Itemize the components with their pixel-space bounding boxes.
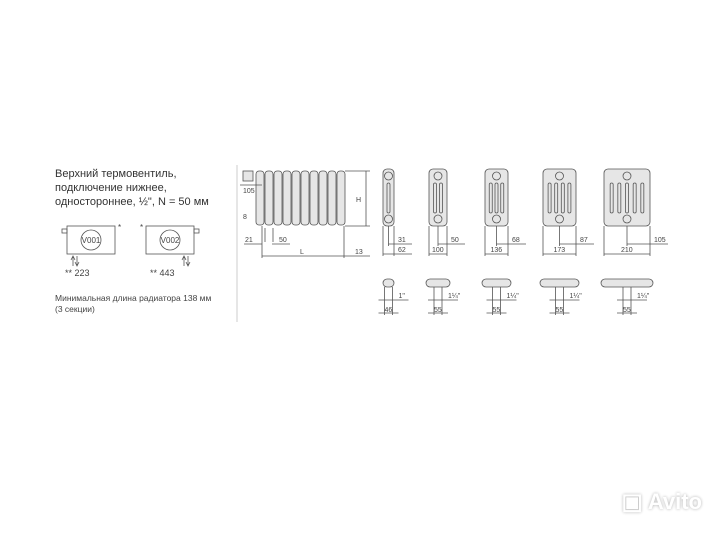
radiator-column <box>300 170 310 226</box>
depth-dim: 100 <box>432 247 444 254</box>
variant-v001: V001 * ** 223 <box>61 223 121 278</box>
half-width-dim: 50 <box>451 237 459 244</box>
thread-dim: 1" <box>399 293 406 300</box>
pitch-dim: 46 <box>385 307 393 314</box>
height-dim: H <box>356 197 361 204</box>
variant-code: V001 <box>82 236 101 245</box>
note-line-1: Минимальная длина радиатора 138 мм <box>55 293 212 303</box>
section-2: 50 100 1¼" 55 <box>425 168 465 315</box>
radiator-column <box>309 170 319 226</box>
depth-dim: 136 <box>491 247 503 254</box>
radiator-column <box>336 170 346 226</box>
variant-number: ** 223 <box>65 268 90 278</box>
thread-dim: 1¼" <box>637 293 650 300</box>
radiator-column <box>273 170 283 226</box>
valve-dim: 105 <box>243 188 255 195</box>
thread-dim: 1¼" <box>570 293 583 300</box>
section-3: 68 136 1¼" 55 <box>481 168 526 315</box>
radiator-column <box>282 170 292 226</box>
offset-dim: 8 <box>243 214 247 221</box>
depth-dim: 62 <box>398 247 406 254</box>
section-1: 31 62 1" 46 <box>378 168 412 315</box>
pitch-dim: 55 <box>623 307 631 314</box>
pitch-dim: 55 <box>493 307 501 314</box>
section-5: 105 210 1¼" 55 <box>600 168 668 315</box>
heading-line-2: подключение нижнее, <box>55 182 167 194</box>
note-line-2: (3 секции) <box>55 304 95 314</box>
radiator-column <box>255 170 265 226</box>
front-view: 105 H 8 21 50 L 13 <box>240 170 370 258</box>
variant-v002: V002 * ** 443 <box>140 223 200 278</box>
half-width-dim: 105 <box>654 237 666 244</box>
heading-line-3: одностороннее, ½", N = 50 мм <box>55 196 209 208</box>
right-dim: 13 <box>355 249 363 256</box>
radiator-column <box>318 170 328 226</box>
pitch-dim: 55 <box>434 307 442 314</box>
radiator-column <box>327 170 337 226</box>
thread-dim: 1¼" <box>448 293 461 300</box>
depth-dim: 173 <box>554 247 566 254</box>
depth-dim: 210 <box>621 247 633 254</box>
half-width-dim: 68 <box>512 237 520 244</box>
left-dim: 21 <box>245 237 253 244</box>
half-width-dim: 87 <box>580 237 588 244</box>
heading-line-1: Верхний термовентиль, <box>55 168 177 180</box>
variant-mark: * <box>140 223 143 232</box>
pitch-dim: 55 <box>556 307 564 314</box>
radiator-column <box>264 170 274 226</box>
avito-watermark: ▣ Avito <box>621 489 702 514</box>
section-4: 87 173 1¼" 55 <box>539 168 594 315</box>
variant-mark: * <box>118 223 121 232</box>
half-width-dim: 31 <box>398 237 406 244</box>
variant-number: ** 443 <box>150 268 175 278</box>
thread-dim: 1¼" <box>507 293 520 300</box>
spacing-dim: 50 <box>279 237 287 244</box>
radiator-column <box>291 170 301 226</box>
length-dim: L <box>300 249 304 256</box>
variant-code: V002 <box>161 236 180 245</box>
